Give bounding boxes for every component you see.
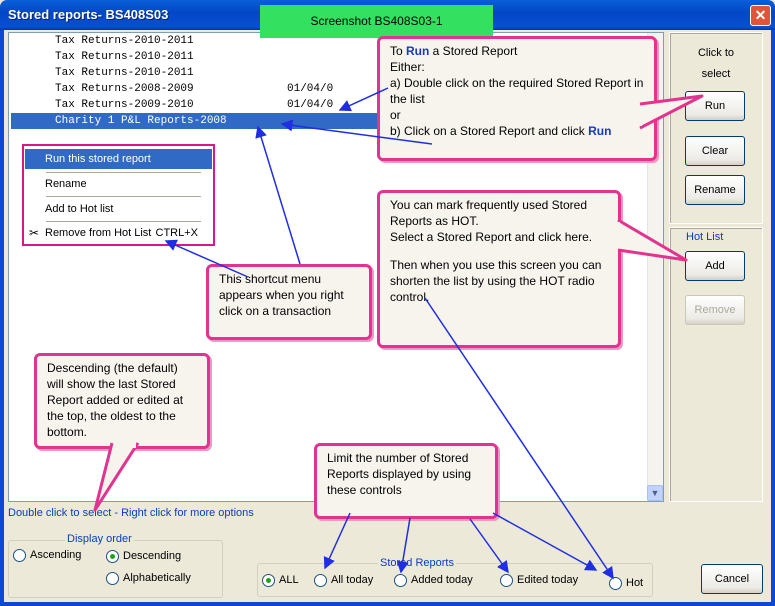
click-to-select-label: Click to select [697,47,735,80]
radio-all[interactable]: ALL [262,572,299,588]
radio-edited-today[interactable]: Edited today [500,572,578,588]
screenshot-tag: Screenshot BS408S03-1 [260,5,493,38]
list-item[interactable]: Tax Returns-2010-2011 [55,35,194,47]
radio-alphabetically[interactable]: Alphabetically [106,570,191,586]
radio-descending[interactable]: Descending [106,548,181,564]
close-icon[interactable]: ✕ [750,5,771,26]
window-frame-bottom [0,602,775,606]
list-item[interactable]: Tax Returns-2010-2011 [55,67,194,79]
stored-reports-label: Stored Reports [378,557,456,569]
limit-callout: Limit the number of Stored Reports displ… [314,443,498,519]
run-button[interactable]: Run [685,91,745,121]
window-frame-right [771,30,775,606]
menu-item-add-hot[interactable]: Add to Hot list [45,203,114,215]
menu-separator [46,221,201,222]
cancel-button[interactable]: Cancel [701,564,763,594]
hot-list-label: Hot List [686,231,724,243]
menu-item-run[interactable]: Run this stored report [25,149,212,169]
radio-ascending[interactable]: Ascending [13,547,81,563]
rename-button[interactable]: Rename [685,175,745,205]
help-text: Double click to select - Right click for… [8,507,254,519]
menu-shortcut: CTRL+X [155,227,199,239]
scissors-icon: ✂ [29,226,40,240]
shortcut-callout: This shortcut menu appears when you righ… [206,264,372,340]
menu-item-remove-hot[interactable]: ✂ Remove from Hot List CTRL+X [25,223,212,243]
hot-list-panel [669,227,763,502]
context-menu: Run this stored report Rename Add to Hot… [22,144,215,246]
remove-hot-button[interactable]: Remove [685,295,745,325]
menu-separator [46,196,201,197]
radio-hot[interactable]: Hot [609,575,643,591]
clear-button[interactable]: Clear [685,136,745,166]
menu-item-rename[interactable]: Rename [45,178,87,190]
hot-callout: You can mark frequently used Stored Repo… [377,190,621,348]
list-item[interactable]: Tax Returns-2010-2011 [55,51,194,63]
scroll-down-icon[interactable]: ▼ [647,485,663,501]
menu-separator [46,172,201,173]
radio-all-today[interactable]: All today [314,572,373,588]
radio-added-today[interactable]: Added today [394,572,473,588]
window-frame-left [0,30,4,606]
descending-callout: Descending (the default) will show the l… [34,353,210,449]
add-hot-button[interactable]: Add [685,251,745,281]
run-callout: To Run a Stored Report Either: a) Double… [377,36,657,161]
display-order-label: Display order [65,533,134,545]
window-title: Stored reports- BS408S03 [8,7,169,22]
